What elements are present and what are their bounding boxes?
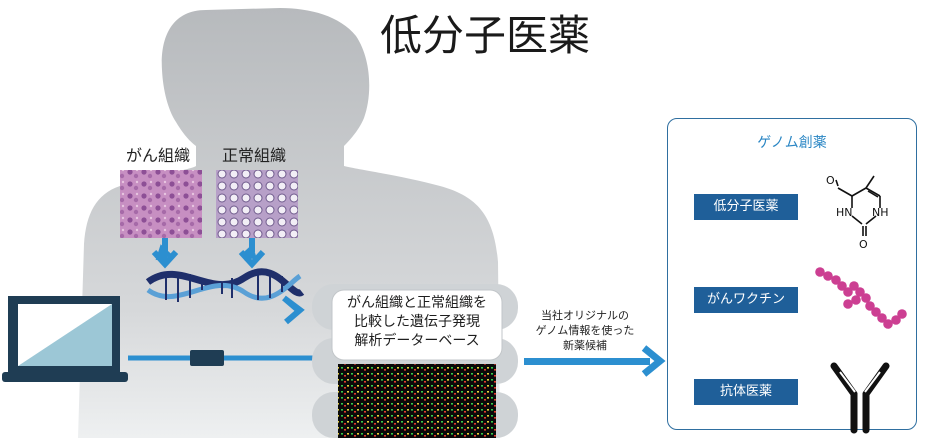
laptop-icon <box>2 296 128 382</box>
atom-o-top: O <box>826 174 835 187</box>
normal-tissue-label: 正常組織 <box>222 146 287 165</box>
page-title: 低分子医薬 <box>379 11 590 60</box>
microarray-image <box>338 364 496 438</box>
small-molecule-structure-icon: O HN NH O <box>826 174 889 250</box>
small-molecule-label: 低分子医薬 <box>694 194 798 220</box>
flow-label: 当社オリジナルの ゲノム情報を使った 新薬候補 <box>520 308 650 353</box>
cancer-tissue-image <box>120 170 202 238</box>
dna-to-database-arrow-icon <box>282 295 305 325</box>
cable-connector-icon <box>190 350 224 366</box>
dna-helix-icon <box>145 268 305 302</box>
database-line-2: 比較した遺伝子発現 <box>354 314 480 330</box>
database-line-1: がん組織と正常組織を <box>347 295 487 311</box>
cancer-tissue-label: がん組織 <box>126 146 191 165</box>
peptide-chain-icon <box>815 267 907 329</box>
antibody-icon <box>830 362 890 434</box>
atom-hn: HN <box>836 206 853 219</box>
candidate-arrow-icon <box>524 345 666 377</box>
database-line-3: 解析データーベース <box>354 333 480 349</box>
cancer-vaccine-label: がんワクチン <box>694 287 798 313</box>
normal-tissue-image <box>216 170 298 238</box>
flow-label-line-1: 当社オリジナルの <box>541 309 629 322</box>
atom-o-bottom: O <box>859 238 868 250</box>
panel-title: ゲノム創薬 <box>757 135 827 151</box>
flow-label-line-2: ゲノム情報を使った <box>535 324 635 337</box>
antibody-label: 抗体医薬 <box>694 379 798 405</box>
atom-nh: NH <box>872 206 889 219</box>
flow-label-line-3: 新薬候補 <box>563 339 607 352</box>
database-description: がん組織と正常組織を 比較した遺伝子発現 解析データーベース <box>332 294 502 351</box>
